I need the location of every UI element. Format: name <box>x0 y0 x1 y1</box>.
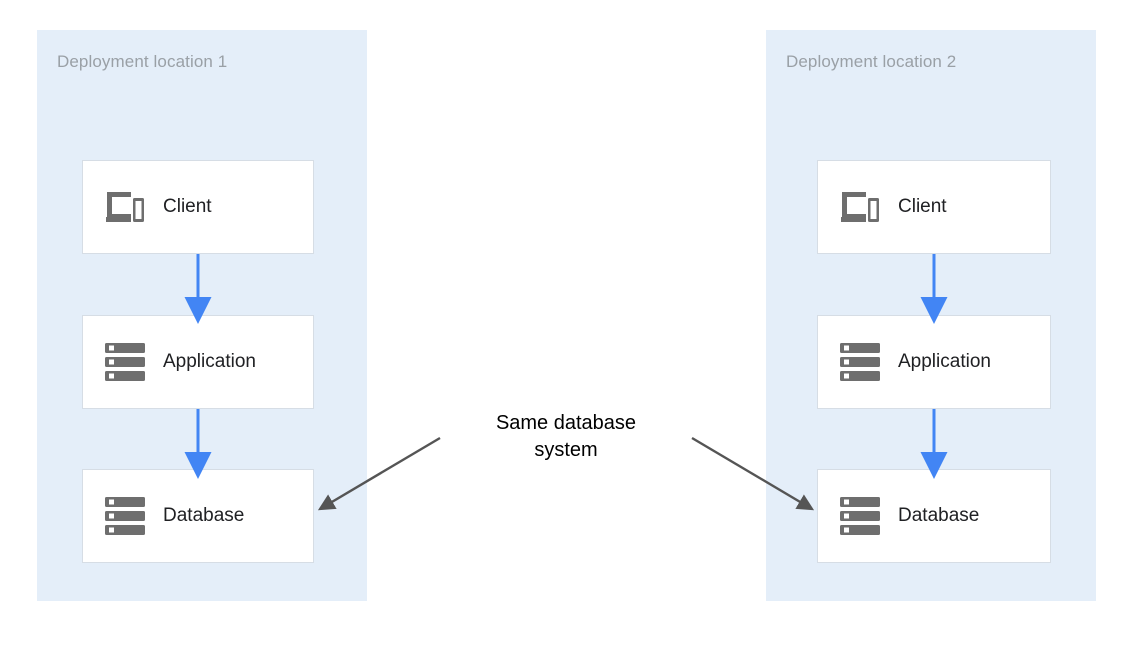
node-database-2[interactable]: Database <box>817 469 1051 563</box>
devices-icon <box>838 187 882 227</box>
node-database-1-label: Database <box>163 505 245 526</box>
node-client-2[interactable]: Client <box>817 160 1051 254</box>
devices-icon <box>103 187 147 227</box>
node-client-2-label: Client <box>898 196 947 217</box>
callout-annotation: Same database system <box>406 410 726 464</box>
node-database-2-label: Database <box>898 505 980 526</box>
server-stack-icon <box>838 342 882 382</box>
server-stack-icon <box>838 496 882 536</box>
zone-2-label: Deployment location 2 <box>786 52 957 71</box>
zone-1-label: Deployment location 1 <box>57 52 228 71</box>
server-stack-icon <box>103 342 147 382</box>
node-application-1-label: Application <box>163 351 256 372</box>
node-client-1-label: Client <box>163 196 212 217</box>
server-stack-icon <box>103 496 147 536</box>
node-client-1[interactable]: Client <box>82 160 314 254</box>
node-application-1[interactable]: Application <box>82 315 314 409</box>
node-database-1[interactable]: Database <box>82 469 314 563</box>
callout-annotation-line-1: Same database <box>495 412 637 434</box>
node-application-2-label: Application <box>898 351 991 372</box>
callout-annotation-line-2: system <box>534 439 598 461</box>
node-application-2[interactable]: Application <box>817 315 1051 409</box>
